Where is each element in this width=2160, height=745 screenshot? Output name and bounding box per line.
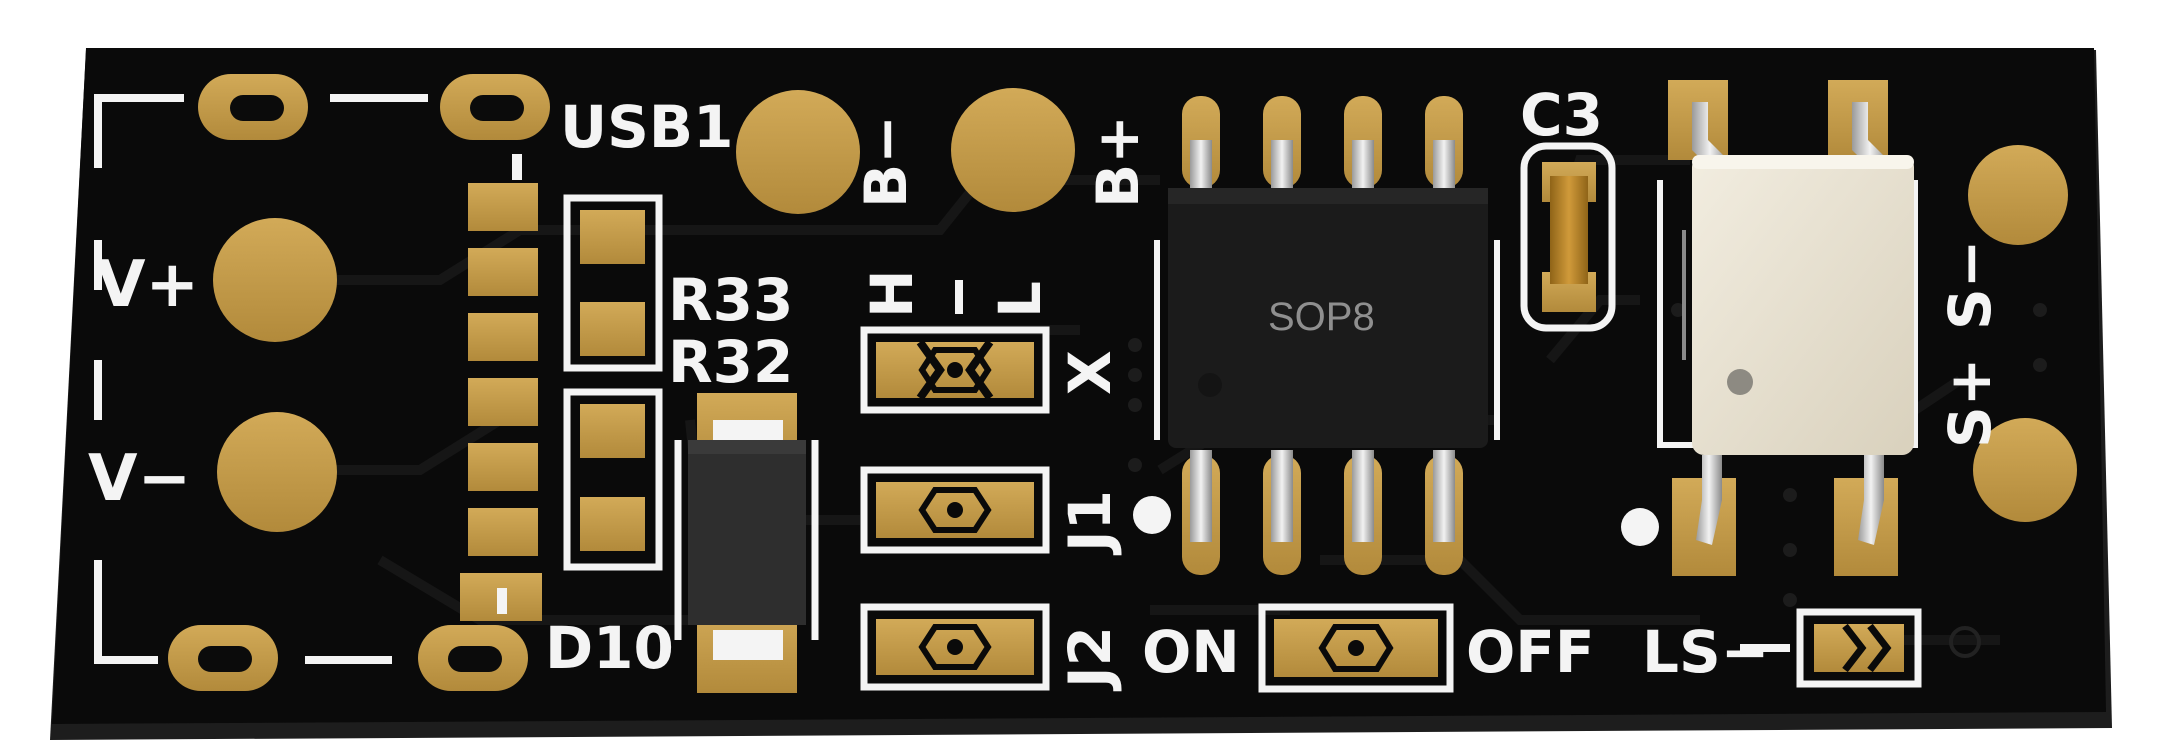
- power-pads: [213, 88, 2077, 532]
- resistor-r33: [563, 194, 663, 372]
- label-c3: C3: [1520, 81, 1603, 149]
- vias: [1128, 303, 2047, 658]
- label-on: ON: [1142, 618, 1240, 686]
- jumper-on-off: [1258, 603, 1454, 693]
- label-v-minus: V−: [88, 442, 191, 516]
- usb1-slot-pads: [168, 74, 550, 691]
- jumper-j1: [860, 466, 1050, 554]
- s-minus-pad: [1968, 145, 2068, 245]
- label-b-plus: B+: [1084, 115, 1152, 208]
- optocoupler: [1657, 80, 1918, 576]
- ic-sop8: [1154, 96, 1500, 575]
- label-x: X: [1056, 350, 1124, 395]
- usb1-outline: [94, 94, 428, 664]
- resistor-r32: [563, 388, 663, 571]
- label-s-minus: S−: [1936, 240, 2004, 330]
- v-plus-pad: [213, 218, 337, 342]
- usb1-silk-ticks: [497, 154, 522, 614]
- label-sop8: SOP8: [1268, 295, 1375, 339]
- s-plus-pad: [1973, 418, 2077, 522]
- label-r32: R32: [668, 328, 793, 396]
- label-b-minus: B−: [852, 115, 920, 208]
- jumper-ls-minus: [1740, 608, 1922, 688]
- label-l: L: [986, 281, 1054, 318]
- label-j1: J1: [1056, 490, 1124, 556]
- jumper-j2: [860, 603, 1050, 691]
- v-minus-pad: [217, 412, 337, 532]
- diode-d10: [674, 393, 819, 693]
- b-minus-pad: [736, 90, 860, 214]
- label-off: OFF: [1466, 618, 1595, 686]
- label-r33: R33: [668, 266, 793, 334]
- label-v-plus: V+: [96, 248, 199, 322]
- label-ls-minus: LS−: [1642, 618, 1769, 686]
- jumper-x: [860, 326, 1050, 414]
- usb1-signal-pads: [460, 183, 542, 621]
- label-d10: D10: [545, 614, 674, 682]
- label-h: H: [858, 269, 926, 318]
- silkscreen-labels: USB1 V+ V− R33 R32 D10 B− B+ H L X J1 J2…: [88, 81, 2004, 692]
- label-j2: J2: [1056, 626, 1124, 692]
- label-s-plus: S+: [1936, 358, 2004, 448]
- capacitor-c3: [1520, 142, 1616, 332]
- hl-silk-marks: [955, 280, 963, 314]
- b-plus-pad: [951, 88, 1075, 212]
- label-usb1: USB1: [560, 93, 733, 161]
- fiducials: [1133, 496, 1659, 546]
